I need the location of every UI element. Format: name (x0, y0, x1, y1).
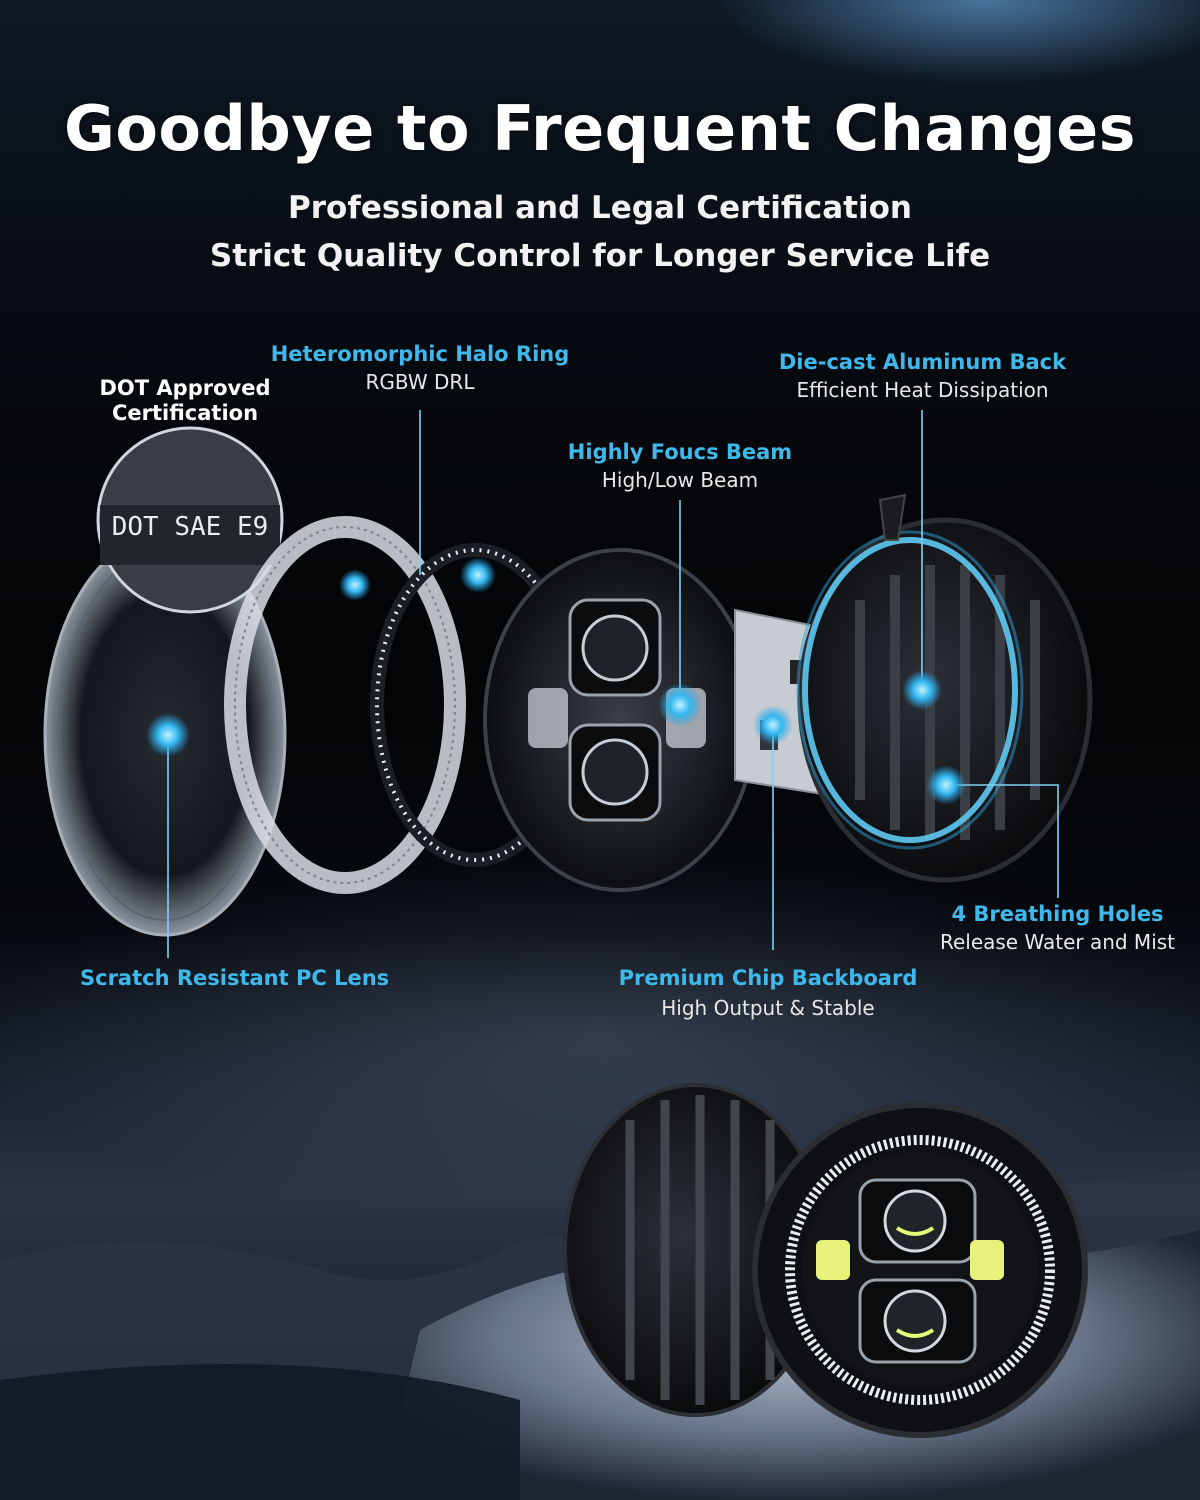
subtitle-line-2: Strict Quality Control for Longer Servic… (209, 238, 991, 274)
halo-ring-title: Heteromorphic Halo Ring (270, 342, 570, 366)
aluminum-back-title: Die-cast Aluminum Back (778, 350, 1067, 374)
beam-title: Highly Foucs Beam (567, 440, 793, 464)
chip-backboard-detail: High Output & Stable (661, 996, 875, 1020)
page-title: Goodbye to Frequent Changes (63, 92, 1137, 165)
dot-callout-line2: Certification (111, 401, 259, 425)
halo-ring-callout: Heteromorphic Halo Ring RGBW DRL (240, 342, 600, 394)
aluminum-back-callout: Die-cast Aluminum Back Efficient Heat Di… (740, 350, 1105, 402)
dot-stamp-text: DOT SAE E9 (111, 512, 269, 542)
aluminum-back-detail: Efficient Heat Dissipation (796, 378, 1049, 402)
pc-lens-title: Scratch Resistant PC Lens (80, 966, 390, 990)
dot-callout-line1: DOT Approved (99, 376, 271, 400)
breathing-holes-callout: 4 Breathing Holes Release Water and Mist (925, 902, 1190, 954)
chip-backboard-callout: Premium Chip Backboard High Output & Sta… (588, 966, 948, 1020)
beam-callout: Highly Foucs Beam High/Low Beam (520, 440, 840, 492)
subtitle-line-1: Professional and Legal Certification (288, 190, 912, 226)
breathing-holes-detail: Release Water and Mist (939, 930, 1176, 954)
beam-detail: High/Low Beam (601, 468, 759, 492)
halo-ring-detail: RGBW DRL (365, 370, 475, 394)
chip-backboard-title: Premium Chip Backboard (618, 966, 918, 990)
breathing-holes-title: 4 Breathing Holes (951, 902, 1164, 926)
